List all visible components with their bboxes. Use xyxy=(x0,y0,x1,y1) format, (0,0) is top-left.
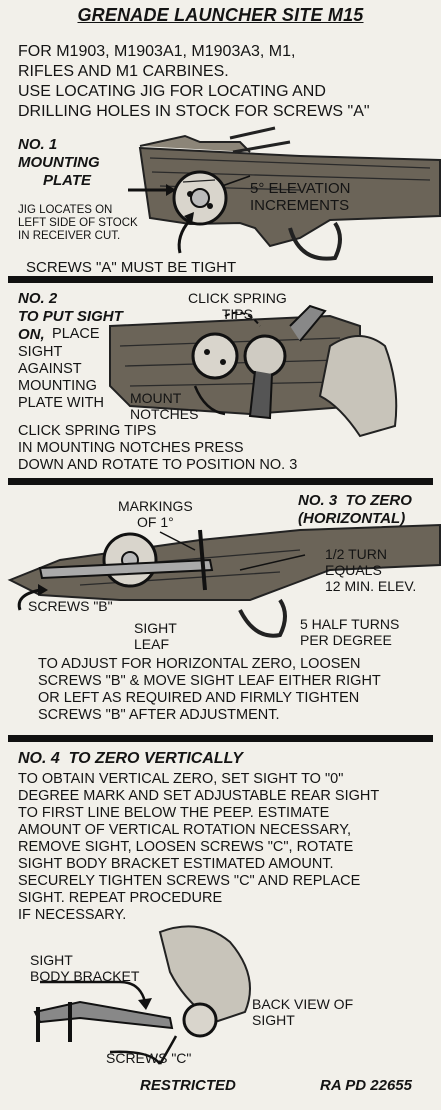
restricted-label: RESTRICTED xyxy=(140,1077,236,1094)
section-divider-2 xyxy=(8,478,433,485)
sight-bracket-illustration xyxy=(33,925,251,1065)
section-divider-3 xyxy=(8,735,433,742)
step4-text: TO OBTAIN VERTICAL ZERO, SET SIGHT TO "0… xyxy=(18,771,380,923)
half-turns-label: 5 HALF TURNS PER DEGREE xyxy=(300,616,400,648)
step4-heading: NO. 4 TO ZERO VERTICALLY xyxy=(18,750,243,767)
jig-note: JIG LOCATES ON LEFT SIDE OF STOCK IN REC… xyxy=(18,204,138,242)
rifle-illustration-2 xyxy=(109,304,398,438)
step2-heading-tail: PLACE xyxy=(48,326,100,342)
step2-text: SIGHT AGAINST MOUNTING PLATE WITH xyxy=(18,344,104,411)
bracket-label: SIGHT BODY BRACKET xyxy=(30,952,140,984)
click-spring-tips-label: CLICK SPRING TIPS xyxy=(188,290,287,322)
step2-continuation: CLICK SPRING TIPS IN MOUNTING NOTCHES PR… xyxy=(18,423,298,473)
rifle-illustration-1 xyxy=(128,126,441,261)
step1-heading: NO. 1 MOUNTING PLATE xyxy=(18,136,100,189)
mount-notches-label: MOUNT NOTCHES xyxy=(130,390,199,422)
intro-text: FOR M1903, M1903A1, M1903A3, M1, RIFLES … xyxy=(18,43,370,120)
rifle-illustration-3 xyxy=(7,523,441,638)
section-divider-1 xyxy=(8,276,433,283)
step3-text: TO ADJUST FOR HORIZONTAL ZERO, LOOSEN SC… xyxy=(38,656,381,723)
half-turn-label: 1/2 TURN EQUALS 12 MIN. ELEV. xyxy=(325,546,417,594)
elevation-increments-label: 5° ELEVATION INCREMENTS xyxy=(250,180,351,214)
step2-heading: NO. 2 TO PUT SIGHT ON, xyxy=(18,290,123,343)
markings-label: MARKINGS OF 1° xyxy=(118,498,193,530)
screws-b-label: SCREWS "B" xyxy=(28,598,113,614)
document-code: RA PD 22655 xyxy=(320,1077,412,1094)
back-view-label: BACK VIEW OF SIGHT xyxy=(252,996,354,1028)
screws-a-note: SCREWS "A" MUST BE TIGHT xyxy=(26,259,237,276)
step3-heading: NO. 3 TO ZERO (HORIZONTAL) xyxy=(298,492,412,527)
screws-c-label: SCREWS "C" xyxy=(106,1050,192,1066)
sight-leaf-label: SIGHT LEAF xyxy=(134,620,177,652)
page-title: GRENADE LAUNCHER SITE M15 xyxy=(77,5,364,25)
